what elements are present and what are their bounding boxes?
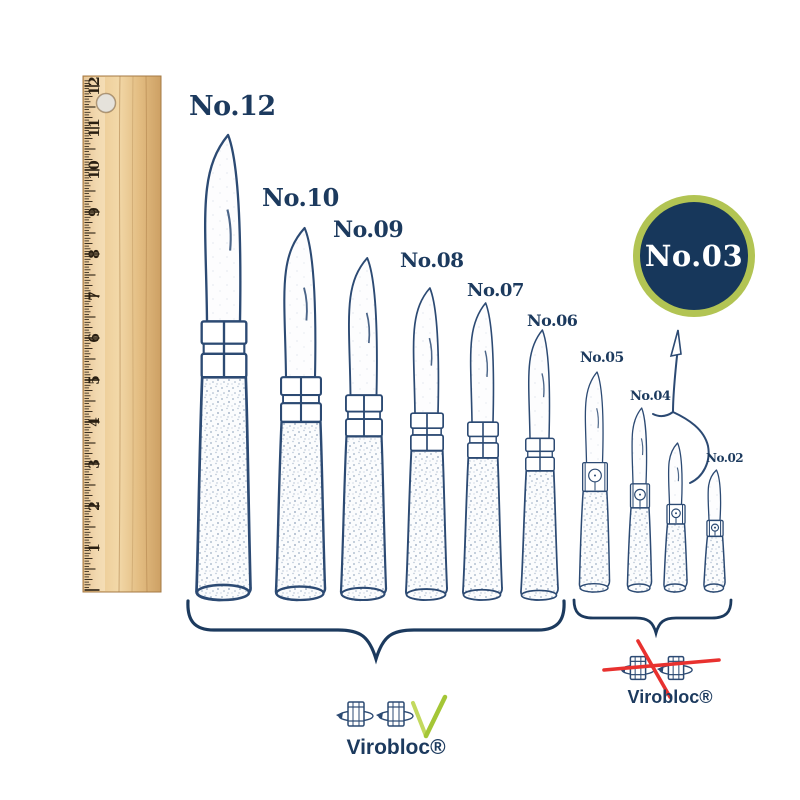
rotate-arrowhead bbox=[376, 712, 383, 719]
knife-no04 bbox=[626, 407, 653, 593]
ruler-number: 5 bbox=[87, 375, 103, 385]
check-icon bbox=[411, 694, 448, 739]
cross-icon bbox=[602, 639, 721, 699]
knife-no02 bbox=[703, 469, 726, 593]
blade-nick bbox=[365, 312, 371, 344]
knife-no03 bbox=[663, 442, 688, 593]
knife-no07 bbox=[462, 302, 503, 601]
knife-blade bbox=[667, 442, 683, 506]
rotate-arrowhead bbox=[336, 712, 343, 719]
arrow-to-no03-badge bbox=[652, 329, 710, 484]
knife-handle bbox=[274, 420, 327, 602]
blade-nick bbox=[596, 408, 599, 429]
ruler-number: 2 bbox=[87, 501, 103, 511]
blade-nick bbox=[676, 467, 680, 482]
knife-handle bbox=[626, 507, 653, 593]
knife-handle bbox=[663, 523, 688, 593]
ruler-number: 9 bbox=[87, 207, 103, 217]
ruler-scale-strip bbox=[84, 77, 105, 591]
ruler-number: 1 bbox=[87, 543, 103, 553]
ruler-number: 4 bbox=[87, 417, 103, 427]
wood-grain-line bbox=[145, 75, 148, 593]
handle-foot bbox=[579, 582, 609, 593]
virobloc-lock-icon bbox=[657, 655, 693, 681]
knife-no05 bbox=[578, 371, 611, 593]
knife-blade bbox=[469, 302, 495, 423]
knife-no08 bbox=[405, 287, 448, 601]
knife-blade bbox=[204, 133, 242, 323]
handle-foot bbox=[663, 583, 687, 593]
knife-handle bbox=[405, 449, 448, 601]
ruler-number: 12 bbox=[87, 76, 103, 95]
knife-blade bbox=[412, 287, 440, 415]
ruler-hole bbox=[95, 92, 117, 114]
virobloc-label-without: Virobloc® bbox=[627, 687, 713, 707]
knife-blade bbox=[707, 469, 722, 522]
knife-handle bbox=[520, 470, 559, 601]
blade-nick bbox=[226, 209, 232, 251]
rotate-arrowhead bbox=[657, 666, 664, 673]
knife-no09 bbox=[339, 257, 388, 602]
blade-nick bbox=[303, 287, 308, 321]
knife-handle bbox=[339, 435, 388, 602]
knife-blade bbox=[348, 257, 378, 397]
handle-foot bbox=[275, 585, 325, 602]
virobloc-label-with: Virobloc® bbox=[346, 736, 446, 759]
ruler-number: 8 bbox=[87, 249, 103, 259]
blade-nick bbox=[484, 350, 489, 377]
handle-foot bbox=[627, 583, 651, 593]
blade-nick bbox=[640, 438, 644, 456]
handle-foot bbox=[462, 588, 502, 601]
virobloc-lock-icons-with bbox=[336, 701, 414, 727]
brace-virobloc-group bbox=[186, 599, 566, 665]
brace-no-virobloc-group bbox=[572, 598, 733, 639]
ruler-number: 10 bbox=[87, 160, 103, 180]
virobloc-lock-icon bbox=[376, 701, 414, 727]
knife-no12 bbox=[195, 133, 252, 602]
ruler-number: 7 bbox=[87, 291, 103, 301]
handle-foot bbox=[340, 586, 386, 602]
knife-no10 bbox=[274, 226, 327, 602]
blade-nick bbox=[541, 373, 545, 398]
ruler-number: 6 bbox=[87, 333, 103, 343]
knife-handle bbox=[578, 490, 611, 593]
knife-no06 bbox=[520, 329, 559, 601]
badge-label: No.03 bbox=[644, 239, 744, 273]
blade-nick bbox=[428, 337, 433, 366]
wood-grain-line bbox=[118, 75, 121, 593]
knife-blade bbox=[527, 329, 551, 440]
ruler-number: 3 bbox=[87, 459, 103, 469]
knife-handle bbox=[195, 375, 252, 602]
ruler-number: 11 bbox=[87, 118, 103, 137]
virobloc-lock-icon bbox=[336, 701, 374, 727]
no03-badge: No.03 bbox=[633, 195, 755, 317]
wood-grain-line bbox=[131, 75, 134, 593]
knife-blade bbox=[631, 407, 648, 485]
knives bbox=[195, 133, 726, 602]
handle-foot bbox=[520, 589, 558, 601]
handle-foot bbox=[195, 583, 251, 602]
arrowhead-icon bbox=[669, 329, 682, 358]
handle-foot bbox=[703, 583, 725, 593]
knife-blade bbox=[283, 226, 317, 379]
handle-foot bbox=[405, 588, 447, 601]
knife-blade bbox=[584, 371, 604, 464]
knife-handle bbox=[462, 457, 503, 601]
